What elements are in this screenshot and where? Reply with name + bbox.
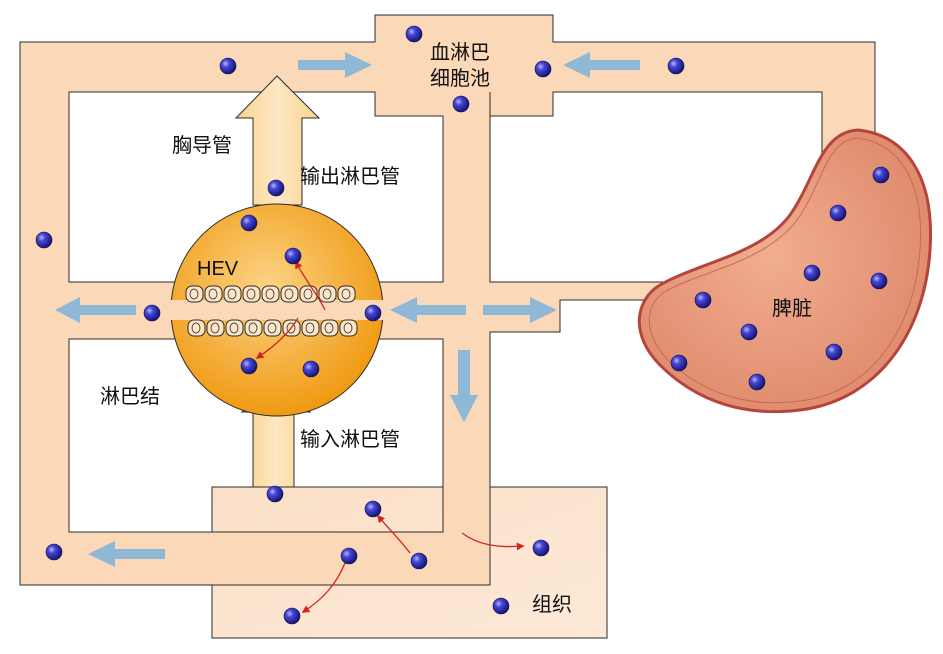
flow-arrow-right-top-left xyxy=(298,52,372,78)
flow-arrow-left-center xyxy=(55,297,136,323)
thoracic-duct-arrow xyxy=(234,75,321,206)
lymphocyte xyxy=(803,264,821,282)
lymphocyte xyxy=(872,166,890,184)
lymphocyte xyxy=(266,485,284,503)
lymphocyte xyxy=(284,247,302,265)
label-blood-pool-line1: 血淋巴 xyxy=(430,40,490,64)
hev-endothelium xyxy=(185,285,358,337)
label-spleen: 脾脏 xyxy=(772,296,812,320)
flow-arrows xyxy=(55,52,640,567)
label-afferent-lymphatic: 输入淋巴管 xyxy=(300,427,400,451)
flow-arrow-left-top-right xyxy=(563,52,640,78)
spleen xyxy=(637,128,933,414)
lymphocyte xyxy=(670,354,688,372)
lymphocyte xyxy=(364,500,382,518)
lymphocyte xyxy=(740,323,758,341)
lymphocyte xyxy=(667,57,685,75)
label-thoracic-duct: 胸导管 xyxy=(172,133,232,157)
lymphocyte xyxy=(825,343,843,361)
lymphocyte xyxy=(452,95,470,113)
lymphocyte xyxy=(410,552,428,570)
lymphocyte xyxy=(267,179,285,197)
lymphocyte xyxy=(534,60,552,78)
label-hev: HEV xyxy=(197,258,239,280)
migration-arrow-vessel-to-tissue xyxy=(301,562,346,613)
migration-arrow-hev-down xyxy=(255,317,299,359)
lymphocyte xyxy=(240,214,258,232)
lymphocyte xyxy=(340,547,358,565)
lymphocyte xyxy=(748,373,766,391)
hev-cell-nuclei xyxy=(189,288,353,334)
lymphocyte xyxy=(302,360,320,378)
migration-arrow-hev-up xyxy=(295,260,326,311)
lymphocyte xyxy=(219,57,237,75)
lymphocyte xyxy=(492,597,510,615)
lymphocyte xyxy=(870,272,888,290)
lymphocytes xyxy=(35,25,890,625)
lymphocyte xyxy=(829,204,847,222)
lymphocyte xyxy=(532,539,550,557)
flow-arrow-left-to-node xyxy=(390,297,466,323)
flow-arrow-right-to-spleen xyxy=(483,297,557,323)
lymphocyte xyxy=(143,304,161,322)
lymphocyte xyxy=(405,25,423,43)
flow-arrow-left-bottom xyxy=(88,541,165,567)
lymphocyte xyxy=(45,543,63,561)
label-efferent-lymphatic: 输出淋巴管 xyxy=(300,164,400,188)
lymphocyte xyxy=(694,291,712,309)
lymphocyte xyxy=(35,231,53,249)
migration-arrow-tissue-to-vessel xyxy=(376,514,411,554)
migration-arrows xyxy=(255,260,525,613)
label-lymph-node: 淋巴结 xyxy=(100,384,160,408)
spleen-inner-rim xyxy=(648,137,922,404)
migration-arrow-to-tissue-right xyxy=(461,532,525,551)
lymphocyte xyxy=(240,357,258,375)
label-blood-pool-line2: 细胞池 xyxy=(430,66,490,90)
tissue-vessel-overlap xyxy=(211,486,443,532)
label-tissue: 组织 xyxy=(532,592,572,616)
lymphocyte xyxy=(364,304,382,322)
hev-channel xyxy=(150,300,400,320)
lymphocyte xyxy=(283,607,301,625)
flow-arrow-down xyxy=(450,350,478,422)
